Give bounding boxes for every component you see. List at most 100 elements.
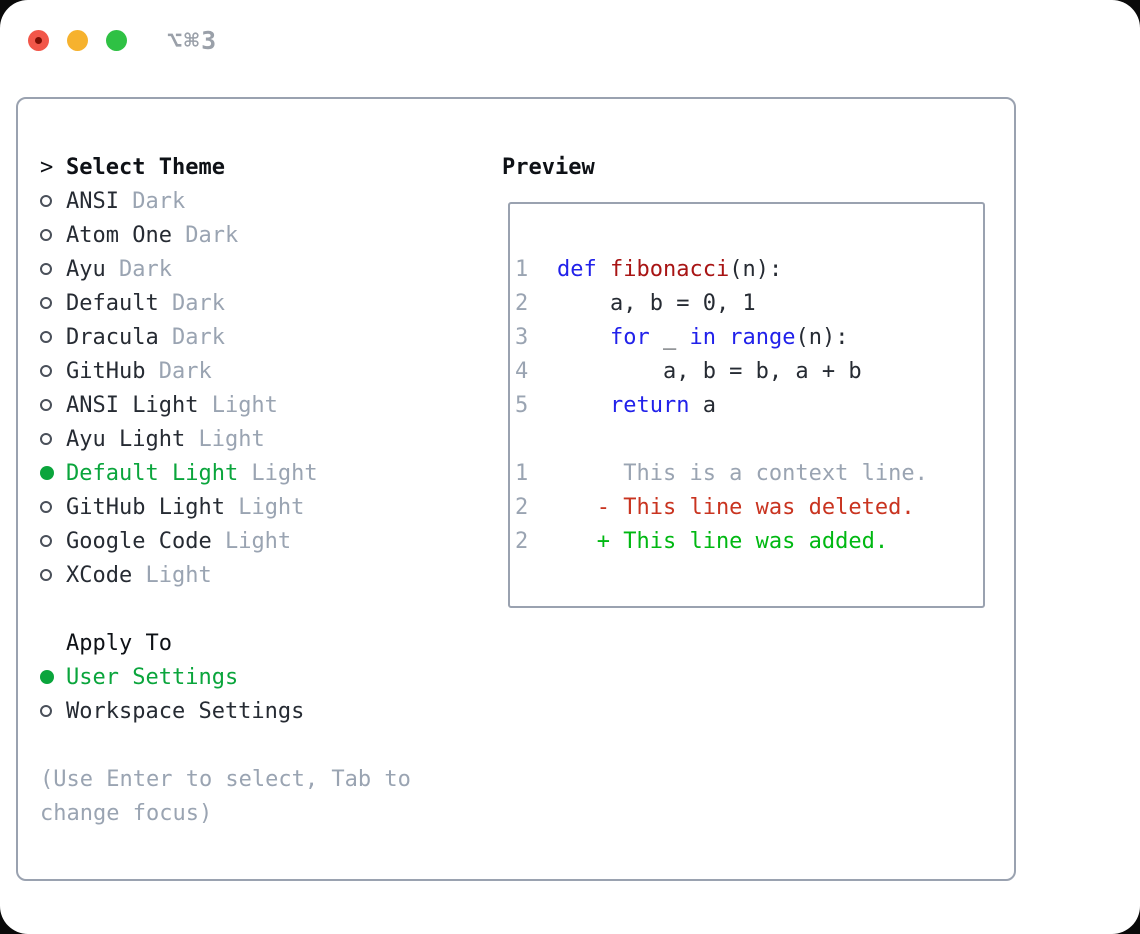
theme-name: GitHub Light [66, 494, 225, 520]
theme-variant-label: Light [238, 460, 318, 486]
apply-to-option[interactable]: Workspace Settings [40, 694, 480, 728]
radio-selected-icon [40, 466, 54, 480]
preview-heading: Preview [502, 154, 595, 180]
zoom-button[interactable] [106, 30, 127, 51]
radio-unselected-icon [40, 195, 52, 207]
theme-option[interactable]: Ayu Dark [40, 252, 480, 286]
close-button[interactable] [28, 30, 49, 51]
apply-to-header-label: Apply To [66, 630, 172, 656]
theme-name: Atom One [66, 222, 172, 248]
code-segment: fibonacci [610, 256, 730, 282]
line-number: 2 [515, 494, 529, 520]
theme-name: Dracula [66, 324, 159, 350]
code-segment: - This line was deleted. [557, 494, 915, 520]
cursor-icon: > [40, 154, 54, 180]
theme-variant-label: Light [185, 426, 265, 452]
theme-list-header: >Select Theme [40, 150, 480, 184]
code-segment: _ [649, 324, 690, 350]
radio-unselected-icon [40, 569, 52, 581]
radio-icon [40, 331, 66, 343]
theme-variant-label: Light [198, 392, 278, 418]
unsaved-dot-icon [35, 37, 42, 44]
radio-selected-icon [40, 670, 54, 684]
radio-icon [40, 229, 66, 241]
code-segment: + This line was added. [557, 528, 889, 554]
theme-name: ANSI [66, 188, 119, 214]
theme-variant-label: Light [132, 562, 212, 588]
line-number: 5 [515, 392, 529, 418]
preview-line: 3 for _ in range(n): [515, 320, 979, 354]
apply-to-option[interactable]: User Settings [40, 660, 480, 694]
line-number: 2 [515, 528, 529, 554]
preview-line: 2 - This line was deleted. [515, 490, 979, 524]
keyboard-hint: change focus) [40, 800, 213, 826]
theme-option[interactable]: GitHub Dark [40, 354, 480, 388]
theme-option[interactable]: Google Code Light [40, 524, 480, 558]
radio-icon [40, 705, 66, 717]
theme-option[interactable]: GitHub Light Light [40, 490, 480, 524]
radio-unselected-icon [40, 705, 52, 717]
radio-icon [40, 433, 66, 445]
theme-name: Google Code [66, 528, 212, 554]
line-number: 2 [515, 290, 529, 316]
code-segment: a, b = b, a + b [557, 358, 862, 384]
radio-icon [40, 263, 66, 275]
radio-icon [40, 501, 66, 513]
code-segment: range [729, 324, 796, 350]
theme-option[interactable]: Dracula Dark [40, 320, 480, 354]
code-segment [557, 325, 610, 350]
code-segment: for [609, 324, 650, 350]
theme-name: Default Light [66, 460, 239, 486]
keyboard-hint: (Use Enter to select, Tab to [40, 766, 411, 792]
code-segment [716, 325, 729, 350]
theme-name: Ayu Light [66, 426, 186, 452]
theme-name: GitHub [66, 358, 146, 384]
code-segment: (n): [729, 256, 783, 282]
radio-icon [40, 399, 66, 411]
theme-option[interactable]: Default Light Light [40, 456, 480, 490]
spacer-row [40, 728, 480, 762]
theme-variant-label: Light [224, 494, 305, 520]
radio-icon [40, 365, 66, 377]
radio-unselected-icon [40, 229, 52, 241]
radio-unselected-icon [40, 331, 52, 343]
theme-name: XCode [66, 562, 133, 588]
theme-option[interactable]: Default Dark [40, 286, 480, 320]
theme-option[interactable]: Ayu Light Light [40, 422, 480, 456]
theme-variant-label: Dark [158, 290, 225, 316]
radio-unselected-icon [40, 433, 52, 445]
line-number: 1 [515, 460, 529, 486]
radio-icon [40, 195, 66, 207]
theme-variant-label: Light [211, 528, 292, 554]
minimize-button[interactable] [67, 30, 88, 51]
code-segment: (n): [795, 324, 849, 350]
theme-option[interactable]: XCode Light [40, 558, 480, 592]
apply-to-header: Apply To [40, 626, 480, 660]
preview-line: 2 + This line was added. [515, 524, 979, 558]
radio-icon [40, 466, 66, 480]
theme-variant-label: Dark [105, 256, 172, 282]
radio-unselected-icon [40, 399, 52, 411]
theme-option[interactable]: Atom One Dark [40, 218, 480, 252]
radio-unselected-icon [40, 263, 52, 275]
theme-option[interactable]: ANSI Dark [40, 184, 480, 218]
theme-variant-label: Dark [158, 324, 225, 350]
theme-option[interactable]: ANSI Light Light [40, 388, 480, 422]
theme-variant-label: Dark [171, 222, 239, 248]
code-segment: in [689, 324, 716, 350]
radio-unselected-icon [40, 297, 52, 309]
code-segment: a [689, 392, 716, 418]
preview-line: 2 a, b = 0, 1 [515, 286, 979, 320]
titlebar: ⌥⌘3 [28, 26, 218, 55]
radio-unselected-icon [40, 535, 52, 547]
code-segment [597, 257, 610, 282]
code-segment: a, b = 0, 1 [557, 290, 756, 316]
radio-icon [40, 670, 66, 684]
code-segment: This is a context line. [557, 460, 928, 486]
preview-line: 4 a, b = b, a + b [515, 354, 979, 388]
